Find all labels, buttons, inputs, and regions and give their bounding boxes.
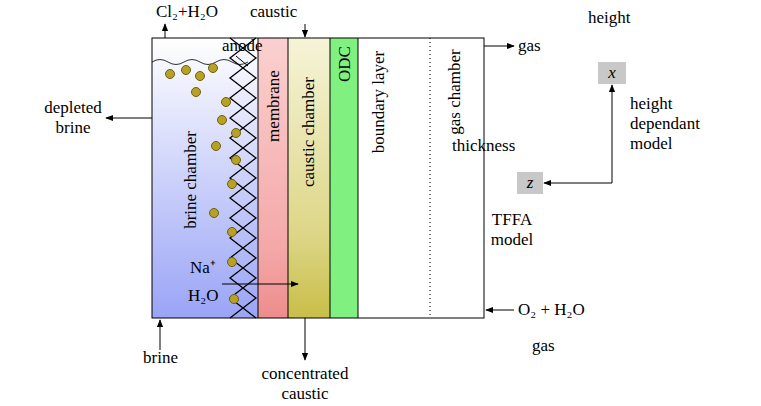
axis-arrow <box>544 85 612 183</box>
anode-mesh <box>230 38 256 318</box>
band-label: gas chamber <box>446 49 463 134</box>
axis-label: thickness <box>452 136 515 156</box>
flow-label: concentrated caustic <box>245 364 365 404</box>
axis-label: height <box>588 8 631 28</box>
flow-label: gas <box>532 336 555 356</box>
band-label: x <box>608 63 616 83</box>
band-label: boundary layer <box>370 51 387 153</box>
band-label: caustic chamber <box>300 77 317 187</box>
odc-band: ODC <box>330 38 358 318</box>
band-label: z <box>527 173 534 193</box>
flow-label: depleted brine <box>38 98 108 138</box>
flow-label: Cl₂+H₂O <box>156 2 218 22</box>
flow-label: O₂ + H₂O <box>518 300 585 320</box>
flow-label: caustic <box>250 2 297 22</box>
species-label: Na⁺ <box>190 258 216 278</box>
model-label: TFFA model <box>480 210 544 250</box>
flow-label: gas <box>518 36 541 56</box>
caustic-chamber: caustic chamber <box>288 38 330 318</box>
membrane-band: membrane <box>258 38 288 318</box>
part-label: anode <box>222 36 263 56</box>
band-label: ODC <box>336 46 353 82</box>
band-label: membrane <box>265 70 282 142</box>
model-label: height dependant model <box>630 94 708 154</box>
boundary-layer: boundary layer <box>358 38 430 318</box>
flow-label: brine <box>143 348 178 368</box>
species-label: H₂O <box>188 286 218 306</box>
anode-mesh <box>230 38 256 318</box>
axis-box: z <box>517 172 543 194</box>
axis-box: x <box>598 62 626 84</box>
gas-chamber: gas chamber <box>430 38 484 318</box>
band-label: brine chamber <box>182 131 199 229</box>
